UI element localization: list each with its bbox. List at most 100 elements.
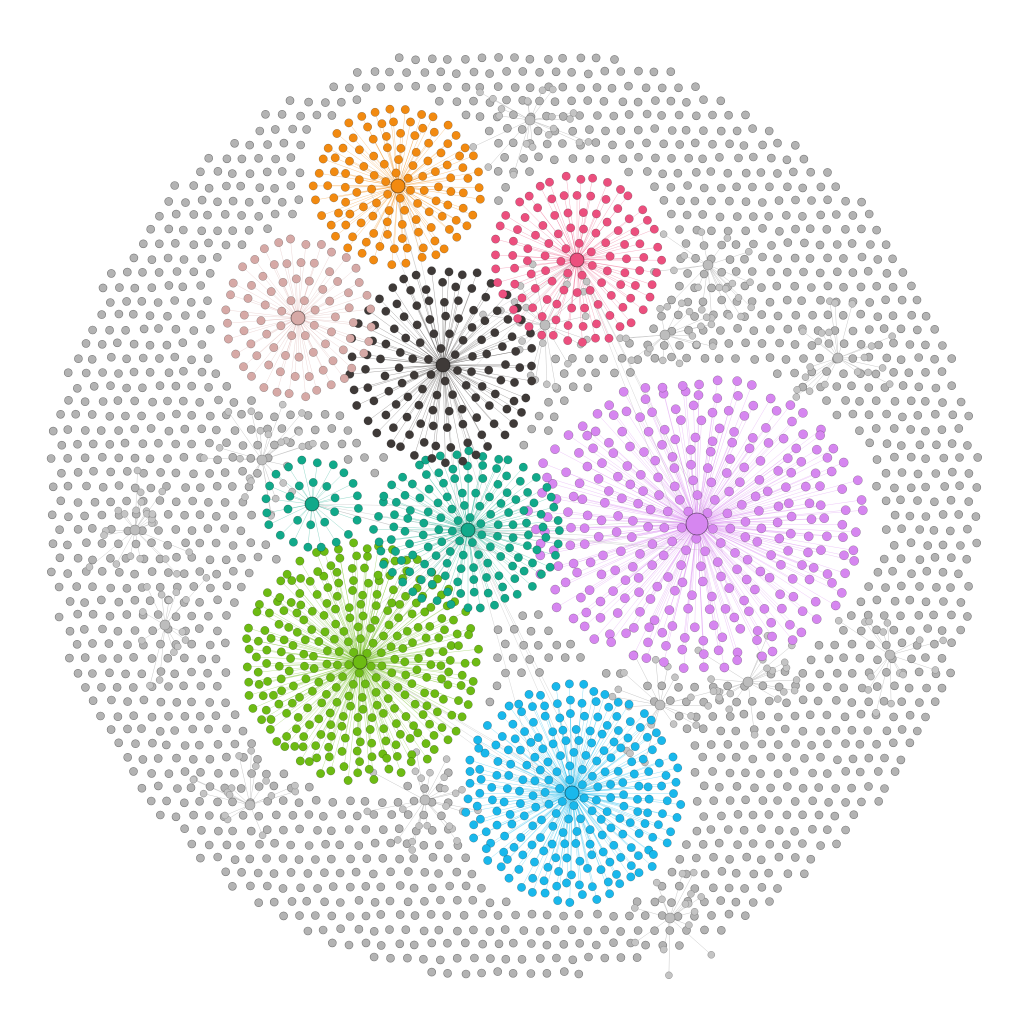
unclustered-node <box>806 854 816 864</box>
cluster-node <box>774 533 785 544</box>
cluster-node <box>329 167 339 177</box>
cluster-node <box>450 350 460 360</box>
edge <box>249 750 252 806</box>
cluster-edge <box>682 385 698 525</box>
cluster-edge <box>540 523 698 556</box>
cluster-edge <box>283 610 361 663</box>
unclustered-node <box>211 538 221 548</box>
cluster-node <box>450 474 460 484</box>
cluster-node <box>471 393 481 403</box>
cluster-node <box>415 338 425 348</box>
unclustered-node <box>682 98 691 107</box>
unclustered-node <box>593 909 602 919</box>
cluster-node <box>617 493 627 504</box>
unclustered-node <box>362 854 372 864</box>
unclustered-node <box>690 767 700 777</box>
unclustered-node <box>187 355 196 365</box>
unclustered-node <box>856 709 866 719</box>
unclustered-node <box>403 897 413 907</box>
cluster-edge <box>573 496 698 525</box>
cluster-node <box>588 173 598 183</box>
unclustered-node <box>698 297 708 307</box>
cluster-node <box>652 268 662 278</box>
unclustered-node <box>830 811 840 821</box>
cluster-node <box>612 711 622 721</box>
unclustered-node <box>114 738 123 748</box>
cluster-node <box>283 504 293 514</box>
cluster-edge <box>409 529 469 545</box>
cluster-node <box>323 181 333 191</box>
unclustered-node <box>113 654 123 663</box>
cluster-node <box>425 648 434 658</box>
cluster-node <box>798 408 808 418</box>
unclustered-node <box>370 897 380 907</box>
cluster-node <box>635 606 645 617</box>
cluster-node <box>288 641 298 650</box>
unclustered-node <box>254 811 264 821</box>
unclustered-node <box>269 781 279 791</box>
cluster-edge <box>512 724 573 794</box>
unclustered-node <box>146 424 156 433</box>
cluster-node <box>246 339 256 349</box>
unclustered-node <box>890 596 900 606</box>
cluster-node <box>581 607 592 618</box>
unclustered-node <box>822 769 832 778</box>
cluster-node <box>417 110 427 119</box>
cluster-edge <box>442 364 483 435</box>
cluster-node <box>223 318 232 328</box>
cluster-edge <box>546 259 578 300</box>
unclustered-node <box>806 167 816 177</box>
unclustered-node <box>544 626 553 636</box>
unclustered-node <box>882 268 892 278</box>
cluster-node <box>296 573 306 583</box>
cluster-node <box>386 439 396 449</box>
cluster-node <box>434 468 444 478</box>
unclustered-node <box>113 338 122 348</box>
unclustered-node <box>369 952 379 962</box>
unclustered-node <box>616 67 626 76</box>
cluster-edge <box>288 317 299 394</box>
cluster-node <box>367 184 377 194</box>
cluster-edge <box>473 792 573 826</box>
cluster-node <box>562 878 571 888</box>
hub-leaf-node <box>671 673 679 682</box>
cluster-node <box>448 464 458 474</box>
unclustered-node <box>113 396 123 405</box>
cluster-node <box>653 820 663 830</box>
unclustered-node <box>189 326 199 335</box>
cluster-node <box>625 441 635 452</box>
cluster-node <box>490 328 500 338</box>
cluster-node <box>460 658 470 668</box>
unclustered-node <box>54 582 64 592</box>
cluster-node <box>572 190 582 200</box>
unclustered-node <box>741 768 750 778</box>
cluster-node <box>320 627 330 637</box>
cluster-node <box>555 784 565 793</box>
cluster-node <box>522 518 531 528</box>
cluster-node <box>523 244 533 254</box>
cluster-node <box>338 711 348 721</box>
unclustered-node <box>427 883 437 893</box>
unclustered-node <box>434 96 444 106</box>
cluster-node <box>427 266 437 276</box>
unclustered-node <box>732 126 742 136</box>
unclustered-node <box>360 453 369 462</box>
unclustered-node <box>733 809 743 819</box>
unclustered-node <box>748 810 758 820</box>
cluster-node <box>451 215 461 225</box>
cluster-node <box>657 255 667 265</box>
unclustered-node <box>734 153 743 163</box>
unclustered-node <box>345 912 355 921</box>
unclustered-node <box>203 354 213 364</box>
unclustered-node <box>955 481 964 491</box>
cluster-edge <box>696 523 836 606</box>
cluster-node <box>616 853 626 862</box>
cluster-edge <box>576 213 597 261</box>
unclustered-node <box>189 240 199 249</box>
hub-leaf-node <box>549 85 557 94</box>
cluster-node <box>469 305 479 315</box>
unclustered-node <box>222 752 231 762</box>
edge <box>864 621 891 656</box>
cluster-node <box>670 434 681 445</box>
cluster-edge <box>228 317 299 340</box>
